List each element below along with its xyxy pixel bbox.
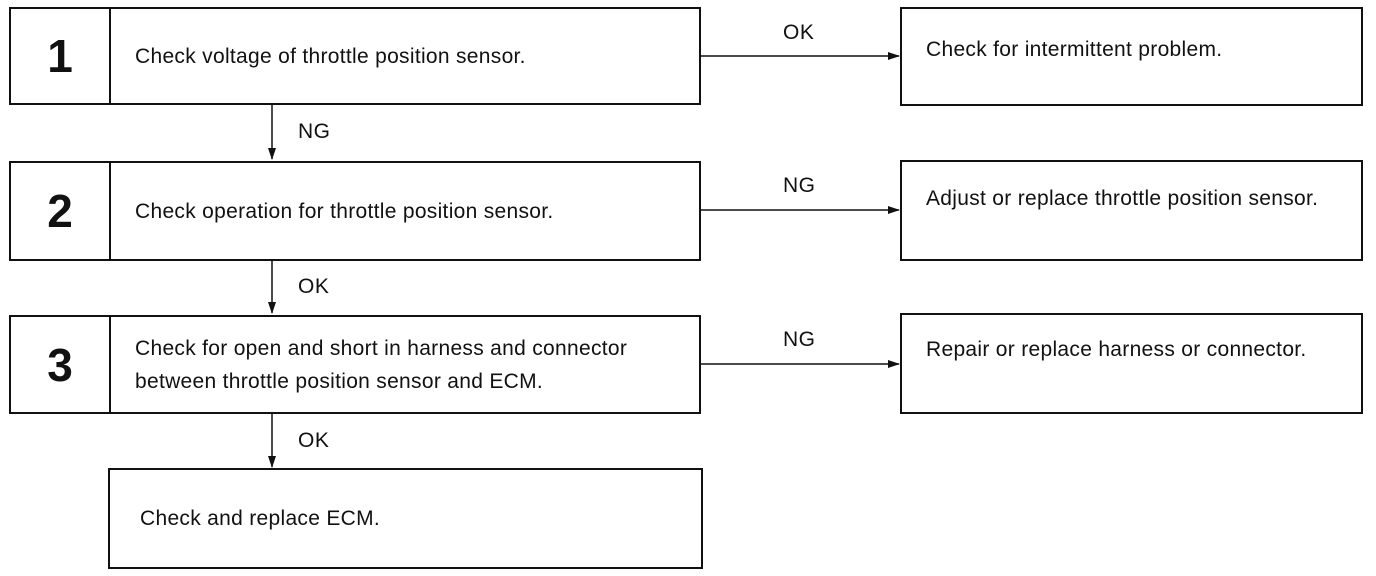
edge-label-step2-ng: NG <box>783 174 816 197</box>
edge-label-step3-ok: OK <box>298 429 330 452</box>
step-2-box: 2 Check operation for throttle position … <box>9 161 701 261</box>
step-1-text: Check voltage of throttle position senso… <box>111 9 699 103</box>
step-1-text-content: Check voltage of throttle position senso… <box>135 44 526 68</box>
result-repair-harness-box: Repair or replace harness or connector. <box>900 313 1363 414</box>
result-intermittent-box: Check for intermittent problem. <box>900 7 1363 106</box>
step-3-text: Check for open and short in harness and … <box>111 317 699 412</box>
edge-label-step1-ok: OK <box>783 21 815 44</box>
edge-label-step2-ok: OK <box>298 275 330 298</box>
result-repair-harness-text: Repair or replace harness or connector. <box>926 338 1307 361</box>
step-3-text-content: Check for open and short in harness and … <box>135 336 628 393</box>
step-3-box: 3 Check for open and short in harness an… <box>9 315 701 414</box>
step-2-text-content: Check operation for throttle position se… <box>135 199 554 223</box>
result-intermittent-text: Check for intermittent problem. <box>926 38 1223 61</box>
result-replace-ecm-text: Check and replace ECM. <box>140 506 381 530</box>
edge-label-step1-ng: NG <box>298 120 331 143</box>
result-replace-ecm-box: Check and replace ECM. <box>108 468 703 569</box>
result-adjust-sensor-text: Adjust or replace throttle position sens… <box>926 187 1319 210</box>
edge-label-step3-ng: NG <box>783 328 816 351</box>
step-1-box: 1 Check voltage of throttle position sen… <box>9 7 701 105</box>
step-3-number: 3 <box>11 317 111 412</box>
step-2-text: Check operation for throttle position se… <box>111 163 699 259</box>
result-adjust-sensor-box: Adjust or replace throttle position sens… <box>900 160 1363 261</box>
step-2-number: 2 <box>11 163 111 259</box>
step-1-number: 1 <box>11 9 111 103</box>
